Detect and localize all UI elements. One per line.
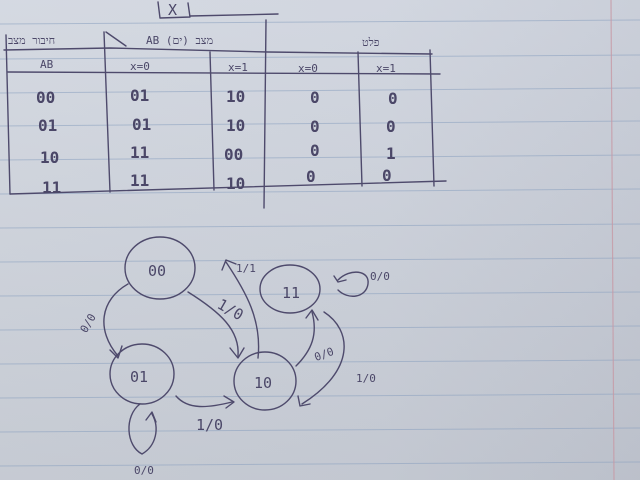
table-cell: 00 bbox=[224, 145, 243, 164]
table-cell: 0 bbox=[310, 88, 320, 107]
state-label: 01 bbox=[130, 368, 148, 386]
table-cell: 11 bbox=[42, 178, 61, 197]
state-circle bbox=[109, 343, 175, 405]
table-cell: 0 bbox=[310, 141, 320, 160]
table-cell: 01 bbox=[130, 86, 149, 105]
transition-label: 1/0 bbox=[356, 372, 376, 385]
table-cell: 01 bbox=[38, 116, 57, 135]
table-cell: 11 bbox=[130, 143, 149, 162]
arrowhead bbox=[221, 259, 237, 271]
state-circle bbox=[233, 351, 297, 411]
transition-label: 0/0 bbox=[370, 270, 390, 283]
table-cell: 0 bbox=[386, 117, 396, 136]
state-diagram: 00 01 10 11 0/0 1/0 1/1 1/0 0/0 1/0 0/0 … bbox=[78, 236, 390, 477]
table-header-group: AB (ים) מצב bbox=[146, 34, 213, 47]
transition-label: 1/0 bbox=[196, 416, 223, 434]
table-cell: 0 bbox=[382, 166, 392, 185]
state-label: 10 bbox=[254, 374, 272, 392]
arrowhead bbox=[333, 275, 347, 283]
transition-arrow bbox=[225, 261, 260, 359]
state-table-grid bbox=[3, 1, 447, 209]
transition-arrow bbox=[175, 395, 233, 408]
table-box-label: X bbox=[168, 1, 177, 19]
table-cell: 10 bbox=[226, 87, 245, 106]
state-circle bbox=[259, 264, 321, 314]
table-cell: 00 bbox=[36, 88, 55, 107]
state-label: 11 bbox=[282, 284, 300, 302]
self-loop-label: 0/0 bbox=[134, 464, 154, 477]
table-subheader: x=0 bbox=[130, 60, 150, 73]
table-subheader: x=0 bbox=[298, 62, 318, 75]
transition-label: 0/0 bbox=[313, 345, 336, 364]
state-circle bbox=[124, 236, 196, 300]
table-cell: 10 bbox=[226, 174, 245, 193]
table-cell: 0 bbox=[310, 117, 320, 136]
transition-label: 0/0 bbox=[78, 311, 99, 335]
arrowhead bbox=[305, 309, 319, 321]
arrowhead bbox=[223, 395, 235, 409]
transition-arrow bbox=[128, 403, 157, 455]
transition-arrow bbox=[187, 291, 239, 357]
table-cell: 11 bbox=[130, 171, 149, 190]
arrowhead bbox=[145, 411, 157, 423]
table-subheader: AB bbox=[40, 58, 54, 71]
table-cell: 0 bbox=[306, 167, 316, 186]
ruled-lines bbox=[0, 19, 640, 467]
transition-label: 1/1 bbox=[236, 262, 256, 275]
transition-arrow bbox=[103, 283, 129, 357]
state-label: 00 bbox=[148, 262, 166, 280]
transition-label: 1/0 bbox=[214, 295, 246, 324]
table-subheader: x=1 bbox=[228, 61, 248, 74]
state-table: X חיבור מצב AB (ים) מצב פלט AB x=0 x=1 x… bbox=[8, 1, 398, 197]
table-header-group: פלט bbox=[362, 36, 380, 49]
transition-arrow bbox=[337, 271, 369, 297]
table-cell: 01 bbox=[132, 115, 151, 134]
table-cell: 10 bbox=[40, 148, 59, 167]
table-subheader: x=1 bbox=[376, 62, 396, 75]
transition-arrow bbox=[295, 311, 315, 367]
arrowhead bbox=[297, 395, 311, 407]
margin-line bbox=[610, 0, 615, 480]
table-cell: 0 bbox=[388, 89, 398, 108]
arrowhead bbox=[229, 347, 245, 359]
table-cell: 10 bbox=[226, 116, 245, 135]
arrowhead bbox=[109, 345, 123, 359]
table-header-group: חיבור מצב bbox=[8, 34, 55, 47]
transition-arrow bbox=[301, 311, 345, 405]
table-cell: 1 bbox=[386, 144, 396, 163]
